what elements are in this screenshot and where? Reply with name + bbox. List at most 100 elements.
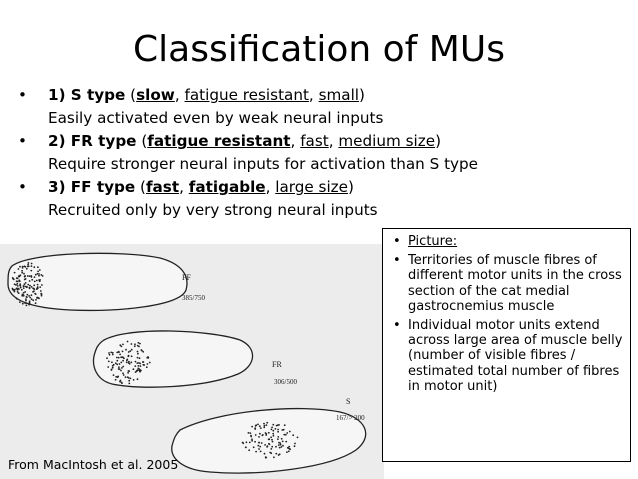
fibre-dot	[25, 298, 27, 300]
fibre-dot	[21, 302, 24, 305]
fibre-dot	[24, 265, 27, 268]
fibre-dot	[257, 423, 259, 426]
info-item-extent: • Individual motor units extend across l…	[391, 318, 624, 394]
fibre-dot	[33, 284, 36, 287]
separator: ,	[308, 86, 319, 104]
fibre-dot	[252, 446, 255, 449]
fibre-dot	[283, 433, 286, 436]
fibre-dot	[24, 275, 26, 277]
fibre-dot	[263, 452, 266, 455]
fibre-dot	[22, 294, 25, 296]
fibre-dot	[245, 441, 248, 444]
fibre-dots-ff	[11, 262, 44, 307]
fibre-dot	[32, 291, 34, 293]
fibre-dot	[122, 343, 124, 346]
fibre-dot	[106, 357, 108, 360]
fibre-dot	[272, 429, 275, 432]
fibre-dot	[28, 295, 30, 297]
fibre-dot	[147, 357, 150, 359]
info-item-picture: • Picture:	[391, 234, 624, 249]
bullet-s-type-heading: 1) S type (slow, fatigue resistant, smal…	[48, 84, 624, 107]
fibre-dot	[123, 357, 125, 360]
fibre-dot	[25, 296, 28, 298]
fibre-dot	[120, 369, 122, 372]
fibre-dot	[120, 361, 123, 364]
fibre-dot	[277, 436, 280, 438]
fibre-dot	[132, 368, 135, 371]
fibre-dot	[122, 365, 125, 368]
fibre-dot	[16, 297, 18, 300]
fibre-dot	[259, 432, 261, 435]
fibre-dot	[259, 445, 262, 448]
fibre-dot	[267, 431, 270, 434]
fibre-dot	[112, 374, 115, 376]
fibre-dot	[15, 284, 17, 286]
fibre-dot	[26, 265, 29, 268]
fibre-dot	[127, 372, 129, 374]
fibre-dot	[248, 441, 251, 444]
fibre-dot	[254, 434, 257, 436]
fibre-dot	[117, 350, 120, 353]
fibre-dot	[41, 275, 44, 277]
info-territories-text: Territories of muscle fibres of differen…	[408, 253, 622, 314]
fibre-dot	[278, 446, 281, 449]
fibre-dot	[128, 362, 131, 365]
fibre-dot	[272, 432, 275, 435]
fibre-dot	[288, 445, 291, 448]
paren-open: (	[125, 86, 137, 104]
fibre-dot	[21, 269, 23, 272]
fibre-dot	[107, 360, 110, 363]
fibre-dot	[116, 363, 119, 366]
fibre-dot	[138, 362, 140, 364]
fibre-dot	[260, 442, 263, 444]
bullet-marker: •	[18, 86, 27, 104]
fibre-dot	[294, 442, 296, 445]
fibre-dot	[270, 436, 272, 439]
fibre-dot	[139, 365, 142, 367]
fibre-dot	[251, 439, 254, 442]
figure-canvas: FF 385/750 FR 306/500 S 167/> 200	[7, 252, 367, 474]
fibre-dot	[28, 275, 31, 277]
fibre-dot	[36, 283, 39, 286]
fibre-dot	[126, 340, 129, 343]
separator: ,	[328, 132, 339, 150]
fibre-dot	[289, 448, 291, 451]
fibre-dot	[111, 353, 114, 356]
fibre-dot	[26, 275, 29, 277]
info-item-territories: • Territories of muscle fibres of differ…	[391, 253, 624, 314]
fibre-dot	[40, 292, 43, 295]
fibre-dot	[270, 448, 273, 450]
bullet-list: • 1) S type (slow, fatigue resistant, sm…	[14, 84, 624, 222]
fibre-dot	[25, 267, 28, 270]
fibre-dot	[128, 382, 131, 385]
fibre-dot	[127, 351, 130, 353]
fibre-dot	[145, 366, 148, 369]
fibre-dot	[11, 277, 14, 279]
fibre-dot	[247, 432, 250, 434]
fibre-dot	[108, 353, 111, 356]
bullet-s-type: • 1) S type (slow, fatigue resistant, sm…	[14, 84, 624, 130]
fibre-dot	[138, 345, 140, 348]
fibre-dot	[13, 283, 16, 286]
label-s-count: 167/> 200	[336, 414, 365, 422]
muscle-cross-section-figure: FF 385/750 FR 306/500 S 167/> 200	[0, 244, 384, 479]
fibre-dot	[116, 359, 119, 362]
fibre-dot	[279, 443, 282, 446]
fibre-dot	[146, 363, 149, 365]
bullet-marker: •	[18, 132, 27, 150]
fibre-dot	[38, 274, 40, 277]
fibre-dot	[271, 438, 273, 441]
fibre-dot	[21, 271, 24, 274]
fibre-dots-fr	[106, 340, 151, 385]
fibre-dot	[127, 370, 130, 372]
fibre-dot	[111, 361, 113, 364]
fibre-dot	[115, 375, 118, 378]
fibre-dot	[280, 446, 283, 448]
info-extent-text: Individual motor units extend across lar…	[408, 318, 623, 394]
fibre-dot	[22, 285, 25, 288]
fibre-dot	[110, 351, 113, 354]
fibre-dot	[118, 366, 120, 368]
fibre-dot	[283, 424, 286, 427]
fibre-dot	[140, 369, 142, 372]
fibre-dot	[249, 432, 252, 434]
